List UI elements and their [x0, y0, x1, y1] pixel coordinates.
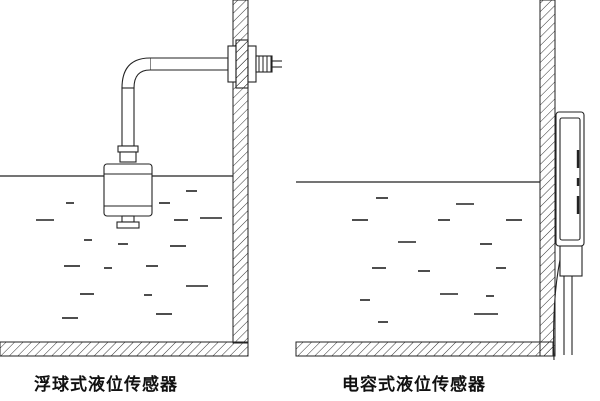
caption-float-ball-sensor: 浮球式液位传感器: [34, 375, 178, 395]
right-tank: [295, 0, 556, 357]
right-tank-right-wall: [539, 0, 556, 357]
right-tank-floor: [295, 341, 554, 357]
left-water-marks: [36, 187, 222, 319]
left-tank-floor: [0, 341, 249, 357]
caption-capacitive-sensor: 电容式液位传感器: [342, 375, 486, 395]
capacitive-sensor: [553, 111, 585, 361]
right-water-marks: [352, 197, 522, 323]
float-ball-sensor: [103, 39, 282, 229]
